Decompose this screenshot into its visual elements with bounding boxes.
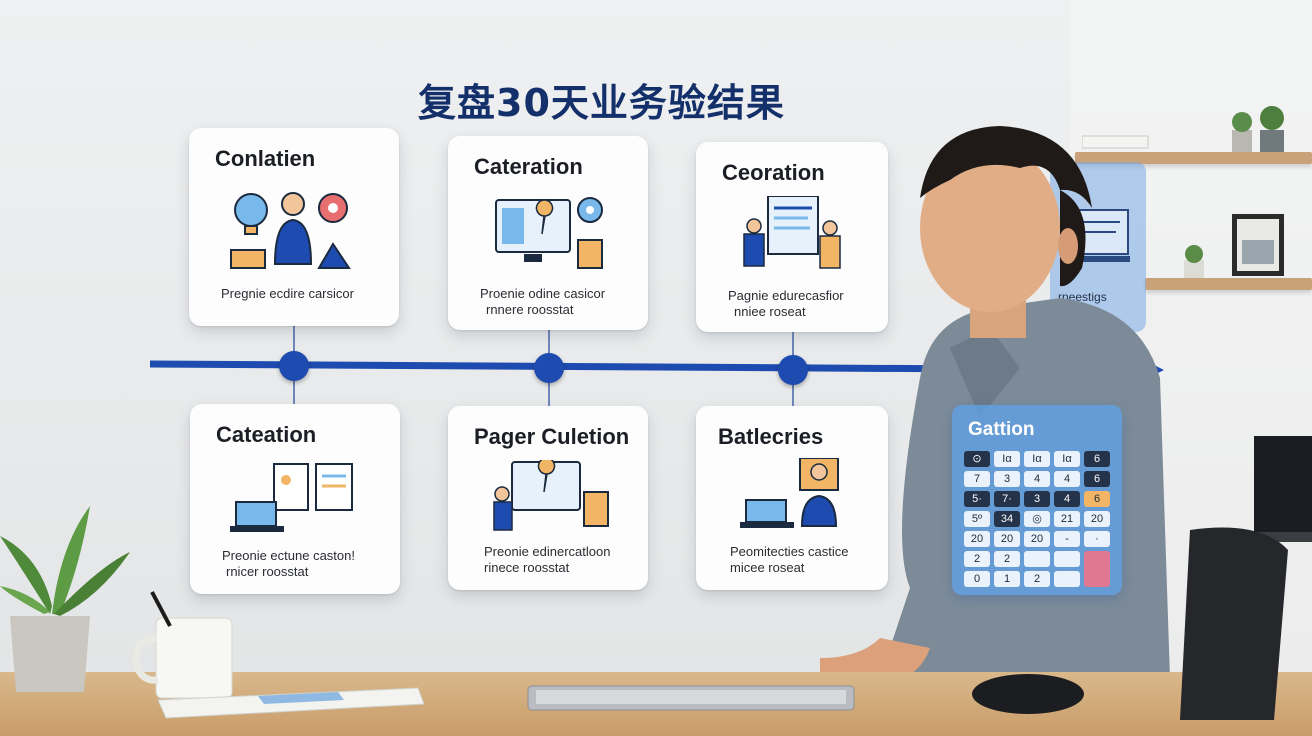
page-title: 复盘30天业务验结果 bbox=[418, 81, 785, 125]
potted-plant-shelf bbox=[1232, 106, 1284, 152]
calculator-label: Gattion bbox=[968, 419, 1035, 440]
card-description: Peomitecties castice bbox=[730, 544, 849, 559]
calc-key bbox=[1054, 571, 1080, 587]
card-description: rinece roosstat bbox=[484, 560, 570, 575]
calc-key: 20 bbox=[1084, 511, 1110, 527]
calc-key: 20 bbox=[994, 531, 1020, 547]
card-title: Batlecries bbox=[718, 424, 824, 449]
team-ideas-illustration bbox=[230, 192, 351, 269]
small-plant bbox=[1184, 245, 1204, 278]
documents-laptop-illustration bbox=[230, 463, 353, 532]
shelf-books bbox=[1082, 135, 1149, 149]
card-6: Batlecries Peomitecties castice micee ro… bbox=[696, 406, 888, 590]
timeline-node bbox=[279, 351, 309, 381]
calc-key: ⊙ bbox=[964, 451, 990, 467]
card-description: Preonie ectune caston! bbox=[222, 548, 355, 563]
card-description: Preonie edinercatloon bbox=[484, 544, 611, 559]
calculator-keypad: ⊙ Ια Ια Ια 6 7 3 4 4 6 5· 7· 3 4 6 5º 34… bbox=[964, 451, 1110, 587]
card-2: Cateration Proenie odine casicor rnnere … bbox=[448, 136, 648, 330]
calc-key: 2 bbox=[964, 551, 990, 567]
potted-plant bbox=[0, 506, 130, 692]
calc-key: 2 bbox=[994, 551, 1020, 567]
card-title: Conlatien bbox=[215, 146, 316, 171]
calc-key: Ια bbox=[994, 451, 1020, 467]
office-chair bbox=[1180, 527, 1288, 720]
calc-key: 6 bbox=[1084, 451, 1110, 467]
timeline-node bbox=[534, 353, 564, 383]
calc-key: 4 bbox=[1054, 491, 1080, 507]
coffee-mug bbox=[132, 591, 233, 699]
calc-key: 7· bbox=[994, 491, 1020, 507]
card-description: nniee roseat bbox=[734, 304, 806, 319]
calc-key: 20 bbox=[964, 531, 990, 547]
calc-key: · bbox=[1084, 531, 1110, 547]
calc-key: ◎ bbox=[1024, 511, 1050, 527]
calc-key: 7 bbox=[964, 471, 990, 487]
calc-key: 2 bbox=[1024, 571, 1050, 587]
calc-key: 3 bbox=[994, 471, 1020, 487]
card-description: rnicer roosstat bbox=[226, 564, 309, 579]
calculator-panel: Gattion ⊙ Ια Ια Ια 6 7 3 4 4 6 5· 7· 3 4… bbox=[952, 405, 1122, 595]
keyboard bbox=[527, 685, 855, 711]
card-description: Pregnie ecdire carsicor bbox=[221, 286, 354, 301]
card-title: Ceoration bbox=[722, 160, 825, 185]
calc-key: 6 bbox=[1084, 471, 1110, 487]
computer-mouse bbox=[972, 674, 1084, 714]
calc-key bbox=[1054, 551, 1080, 567]
calc-key: 1 bbox=[994, 571, 1020, 587]
card-description: Pagnie edurecasfior bbox=[728, 288, 844, 303]
calc-key bbox=[1084, 551, 1110, 587]
card-1: Conlatien Pregnie ecdire carsicor bbox=[189, 128, 399, 326]
desk-computer-illustration bbox=[493, 460, 609, 531]
card-5: Pager Culetion Preonie edinercatloon rin… bbox=[448, 406, 648, 590]
card-title: Cateration bbox=[474, 154, 583, 179]
monitor bbox=[1250, 436, 1312, 542]
picture-frame bbox=[1232, 214, 1284, 276]
card-description: micee roseat bbox=[730, 560, 805, 575]
calc-key: 5º bbox=[964, 511, 990, 527]
computer-map-illustration bbox=[495, 197, 603, 269]
wall-shelf-top bbox=[1075, 152, 1312, 164]
calc-key: 34 bbox=[994, 511, 1020, 527]
calc-key: 20 bbox=[1024, 531, 1050, 547]
calc-key: Ια bbox=[1024, 451, 1050, 467]
calc-key: 5· bbox=[964, 491, 990, 507]
card-3: Ceoration Pagnie edurecasfior nniee rose… bbox=[696, 142, 888, 332]
calc-key: 21 bbox=[1054, 511, 1080, 527]
timeline-node bbox=[778, 355, 808, 385]
calc-key: 0 bbox=[964, 571, 990, 587]
calc-key: - bbox=[1054, 531, 1080, 547]
notebook bbox=[157, 687, 425, 719]
people-document-illustration bbox=[743, 196, 841, 269]
wall-shelf-bottom bbox=[1145, 278, 1312, 290]
calc-key: 3 bbox=[1024, 491, 1050, 507]
card-description: rnnere roosstat bbox=[486, 302, 574, 317]
card-title: Pager Culetion bbox=[474, 424, 630, 449]
card-description: Proenie odine casicor bbox=[480, 286, 606, 301]
card-4: Cateation Preonie ectune caston! rnicer … bbox=[190, 404, 400, 594]
card-title: Cateation bbox=[216, 422, 317, 447]
calc-key: 4 bbox=[1054, 471, 1080, 487]
calc-key: Ια bbox=[1054, 451, 1080, 467]
calc-key: 6 bbox=[1084, 491, 1110, 507]
person-laptop-illustration bbox=[740, 458, 839, 528]
calc-key: 4 bbox=[1024, 471, 1050, 487]
calc-key bbox=[1024, 551, 1050, 567]
